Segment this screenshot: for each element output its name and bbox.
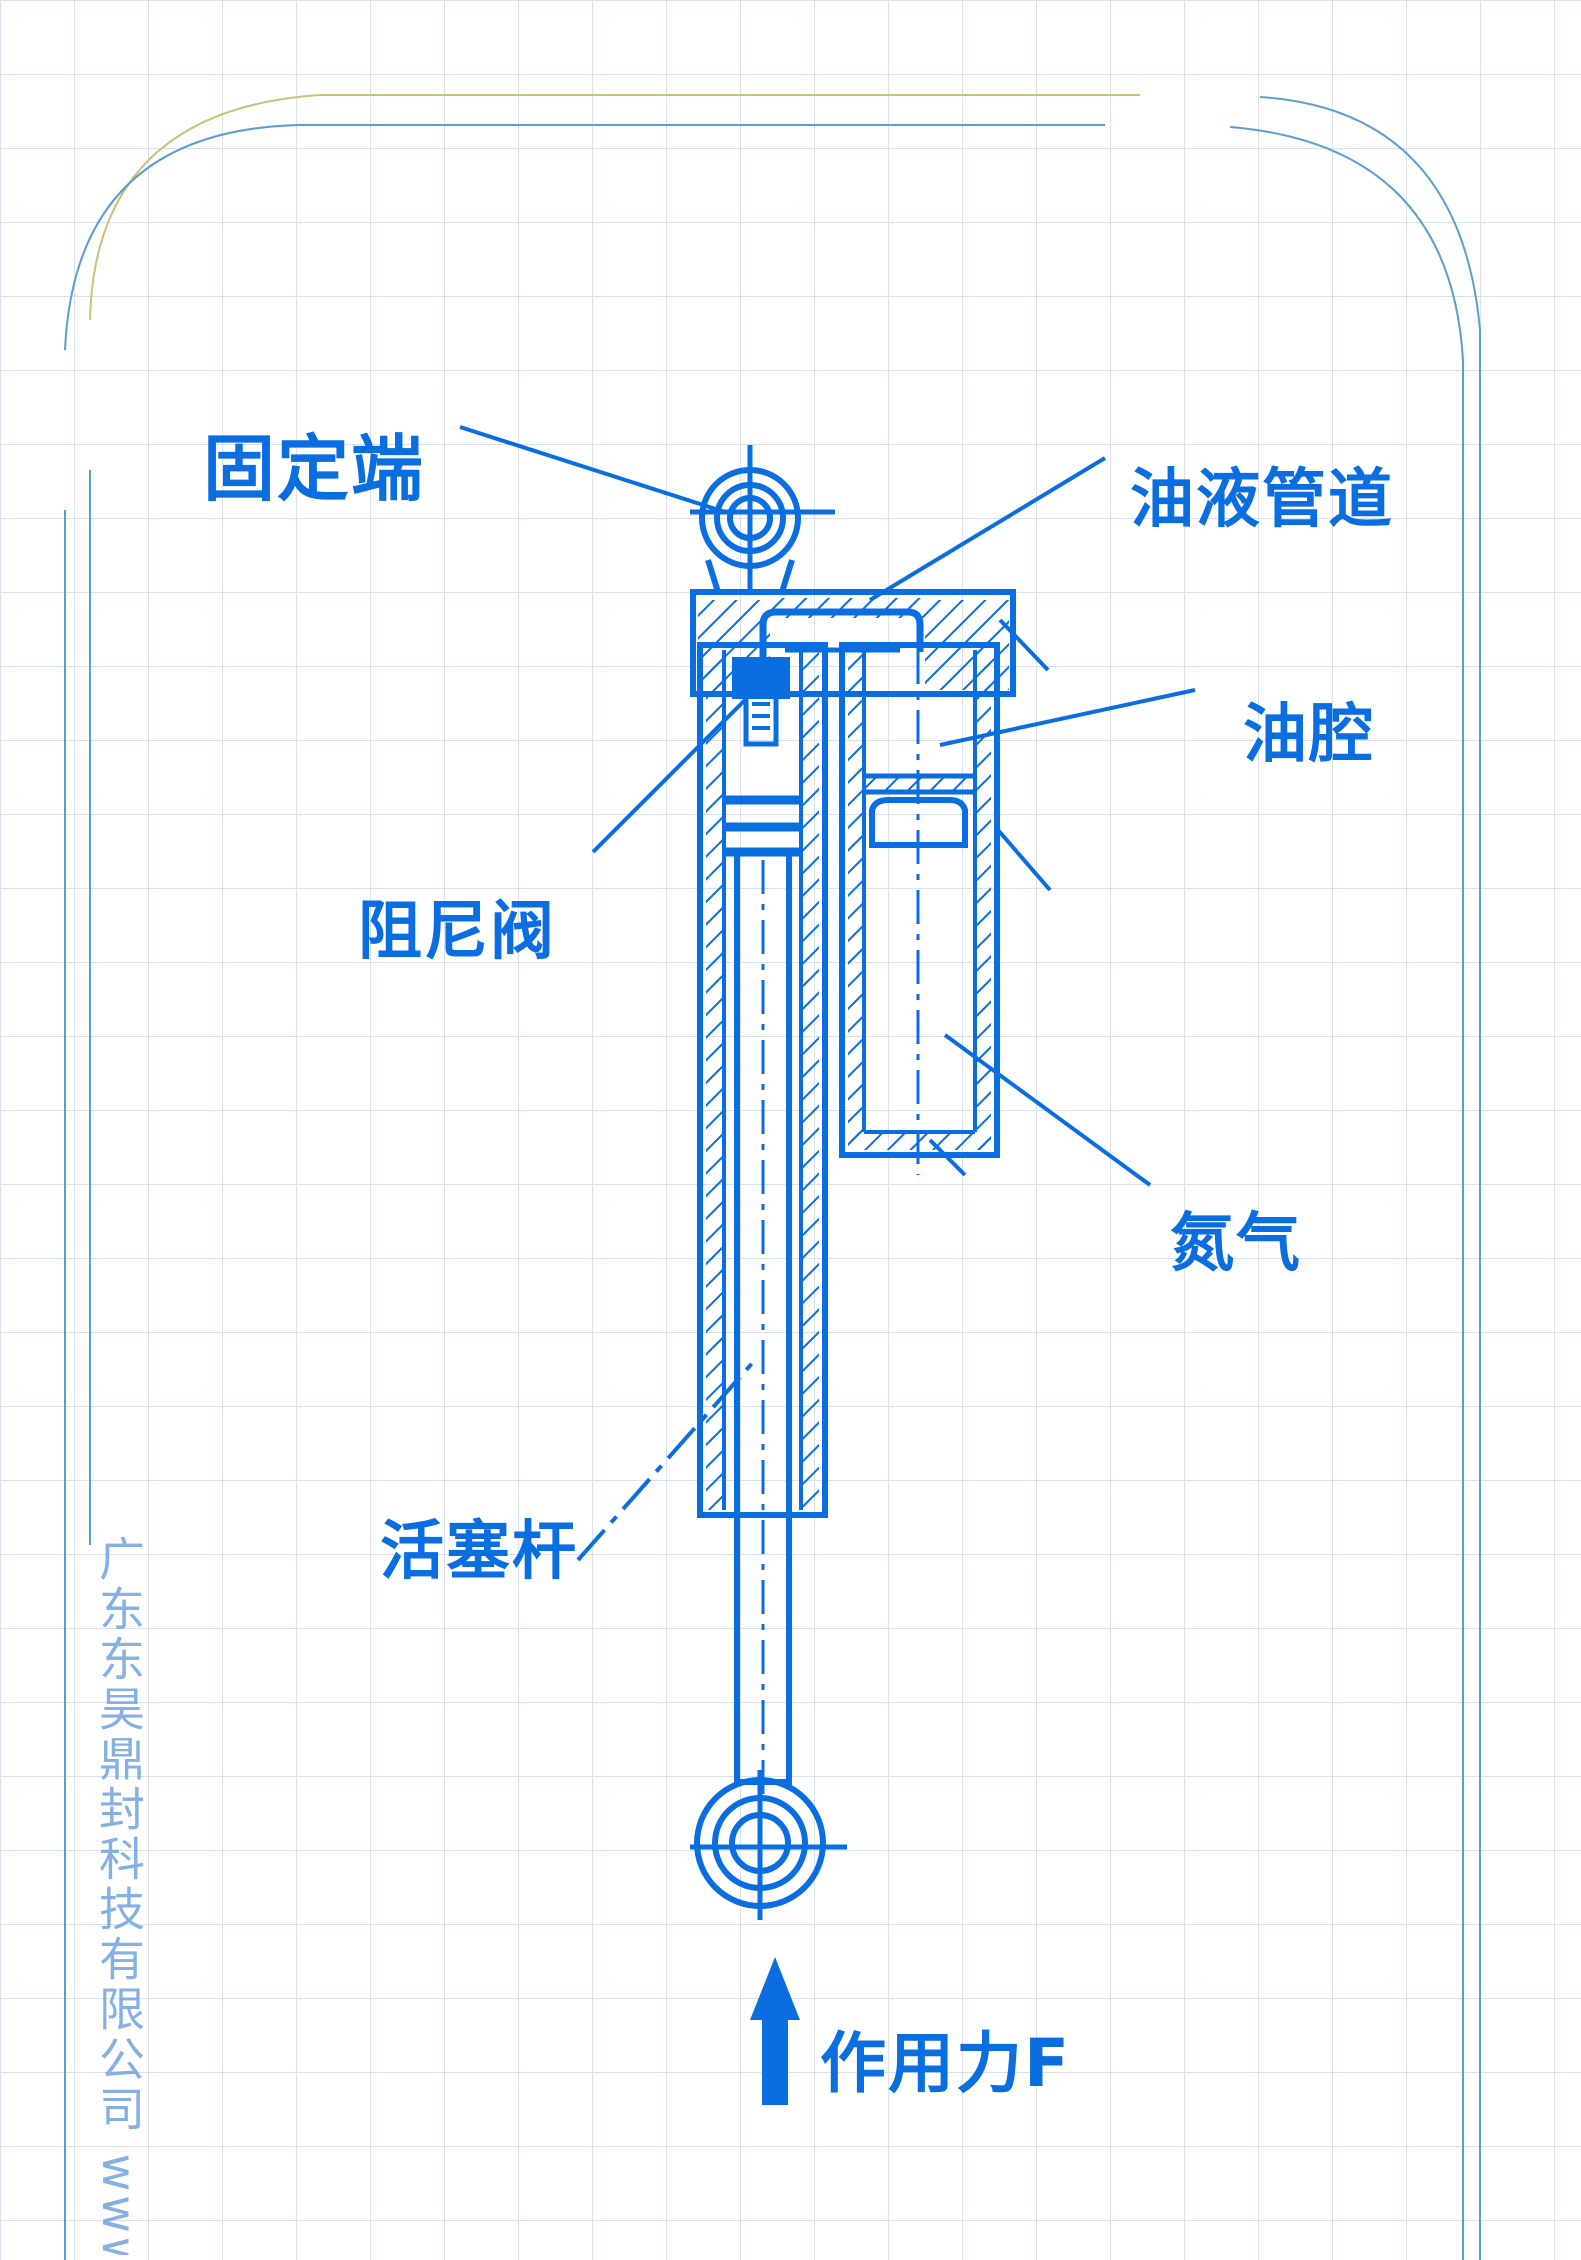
leader-nitrogen bbox=[943, 1033, 1152, 1187]
leader-oil-pipe bbox=[868, 456, 1107, 602]
label-piston-rod: 活塞杆 bbox=[380, 1515, 578, 1589]
frame-left-arc bbox=[64, 124, 1105, 351]
leader-damping-valve bbox=[591, 698, 747, 854]
piston-rod bbox=[734, 849, 792, 1800]
watermark-company: 广东东昊鼎封科技有限公司 www.c bbox=[92, 1535, 146, 2255]
label-oil-pipe: 油液管道 bbox=[1130, 463, 1394, 537]
force-arrow bbox=[750, 1957, 800, 2105]
bottom-eye bbox=[690, 1770, 847, 1920]
frame-right-arc bbox=[1259, 96, 1481, 2260]
damping-valve bbox=[724, 657, 801, 857]
leader-piston-rod bbox=[576, 1358, 757, 1562]
main-cylinder bbox=[697, 642, 828, 1518]
leader-oil-chamber bbox=[939, 688, 1196, 747]
label-oil-chamber: 油腔 bbox=[1243, 698, 1375, 772]
leader-hatch-3 bbox=[928, 1138, 967, 1177]
frame-left-arc-gold bbox=[89, 94, 1140, 321]
top-eye bbox=[690, 445, 835, 593]
reservoir bbox=[839, 642, 1000, 1175]
leader-fixed-end bbox=[459, 425, 726, 514]
label-damping-valve: 阻尼阀 bbox=[358, 895, 556, 969]
label-fixed-end: 固定端 bbox=[203, 427, 426, 511]
leader-hatch-1 bbox=[998, 618, 1050, 672]
label-nitrogen: 氮气 bbox=[1170, 1207, 1302, 1281]
leader-hatch-2 bbox=[996, 828, 1052, 892]
frame-right-arc-inner bbox=[1229, 126, 1464, 2260]
label-force: 作用力F bbox=[820, 2025, 1072, 2102]
